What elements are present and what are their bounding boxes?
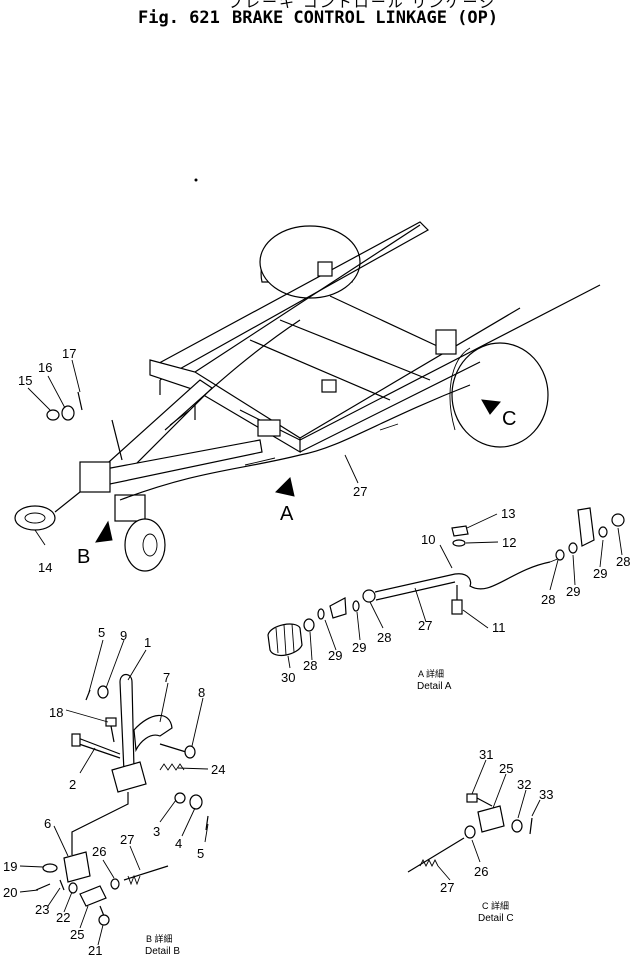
part-label: 17 [62, 346, 76, 361]
view-arrow-b: B [77, 520, 113, 568]
part-label: 25 [499, 761, 513, 776]
part-label: 30 [281, 670, 295, 685]
part-label: 23 [35, 902, 49, 917]
part-label: 13 [501, 506, 515, 521]
part-label: 27 [418, 618, 432, 633]
part-label: 27 [120, 832, 134, 847]
part-label: 10 [421, 532, 435, 547]
part-label: 3 [153, 824, 160, 839]
part-label: 20 [3, 885, 17, 900]
part-label: 27 [353, 484, 367, 499]
part-label: 29 [593, 566, 607, 581]
detail-b-part-labels: 1 2 3 4 5 5 6 7 8 9 18 19 20 21 22 23 24… [3, 625, 225, 956]
detail-a-parts [267, 507, 625, 669]
view-label-b: B [77, 546, 90, 568]
part-label: 22 [56, 910, 70, 925]
part-label: 14 [38, 560, 52, 575]
detail-b-parts [19, 639, 209, 946]
detail-b-caption-en: Detail B [145, 946, 180, 956]
figure-title-japanese: ブレーキ コントロール リンケージ [228, 0, 497, 11]
part-label: 29 [328, 648, 342, 663]
part-label: 28 [541, 592, 555, 607]
view-arrow-a: A [275, 477, 295, 525]
part-label: 21 [88, 943, 102, 956]
stray-dot [194, 178, 198, 182]
part-label: 27 [440, 880, 454, 895]
figure-title: BRAKE CONTROL LINKAGE (OP) [232, 8, 499, 28]
view-arrow-c: C [481, 399, 516, 430]
part-label: 9 [120, 628, 127, 643]
detail-c-caption: C 詳細 Detail C [478, 900, 514, 924]
part-label: 7 [163, 670, 170, 685]
part-label: 2 [69, 777, 76, 792]
part-label: 29 [352, 640, 366, 655]
part-label: 26 [474, 864, 488, 879]
part-label: 33 [539, 787, 553, 802]
part-label: 5 [197, 846, 204, 861]
detail-c-parts [407, 759, 541, 881]
part-label: 26 [92, 844, 106, 859]
part-label: 11 [492, 620, 506, 635]
part-label: 1 [144, 635, 151, 650]
figure-number: Fig. 621 [138, 8, 220, 28]
detail-c-caption-en: Detail C [478, 913, 514, 924]
part-label: 29 [566, 584, 580, 599]
part-label: 32 [517, 777, 531, 792]
part-label: 25 [70, 927, 84, 942]
part-label: 31 [479, 747, 493, 762]
detail-a-caption: A 詳細 Detail A [417, 668, 452, 692]
part-label: 28 [616, 554, 630, 569]
detail-a-part-labels: 10 11 12 13 27 28 28 28 28 29 29 29 29 3… [281, 506, 630, 685]
part-label: 6 [44, 816, 51, 831]
part-label: 8 [198, 685, 205, 700]
part-label: 19 [3, 859, 17, 874]
part-label: 4 [175, 836, 182, 851]
main-part-labels: 14 15 16 17 27 [18, 346, 367, 575]
part-label: 18 [49, 705, 63, 720]
trailer-assembly [14, 221, 601, 572]
detail-b-caption-jp: B 詳細 [146, 933, 173, 944]
detail-a-caption-en: Detail A [417, 681, 452, 692]
main-leader-lines [27, 359, 359, 546]
view-label-a: A [280, 503, 294, 525]
detail-c-caption-jp: C 詳細 [482, 900, 509, 911]
part-label: 15 [18, 373, 32, 388]
part-label: 28 [303, 658, 317, 673]
view-label-c: C [502, 408, 516, 430]
detail-b-caption: B 詳細 Detail B [145, 933, 180, 956]
part-label: 16 [38, 360, 52, 375]
detail-c-part-labels: 25 26 27 31 32 33 [440, 747, 553, 895]
part-label: 5 [98, 625, 105, 640]
part-label: 12 [502, 535, 516, 550]
part-label: 28 [377, 630, 391, 645]
detail-a-caption-jp: A 詳細 [418, 668, 444, 679]
part-label: 24 [211, 762, 225, 777]
